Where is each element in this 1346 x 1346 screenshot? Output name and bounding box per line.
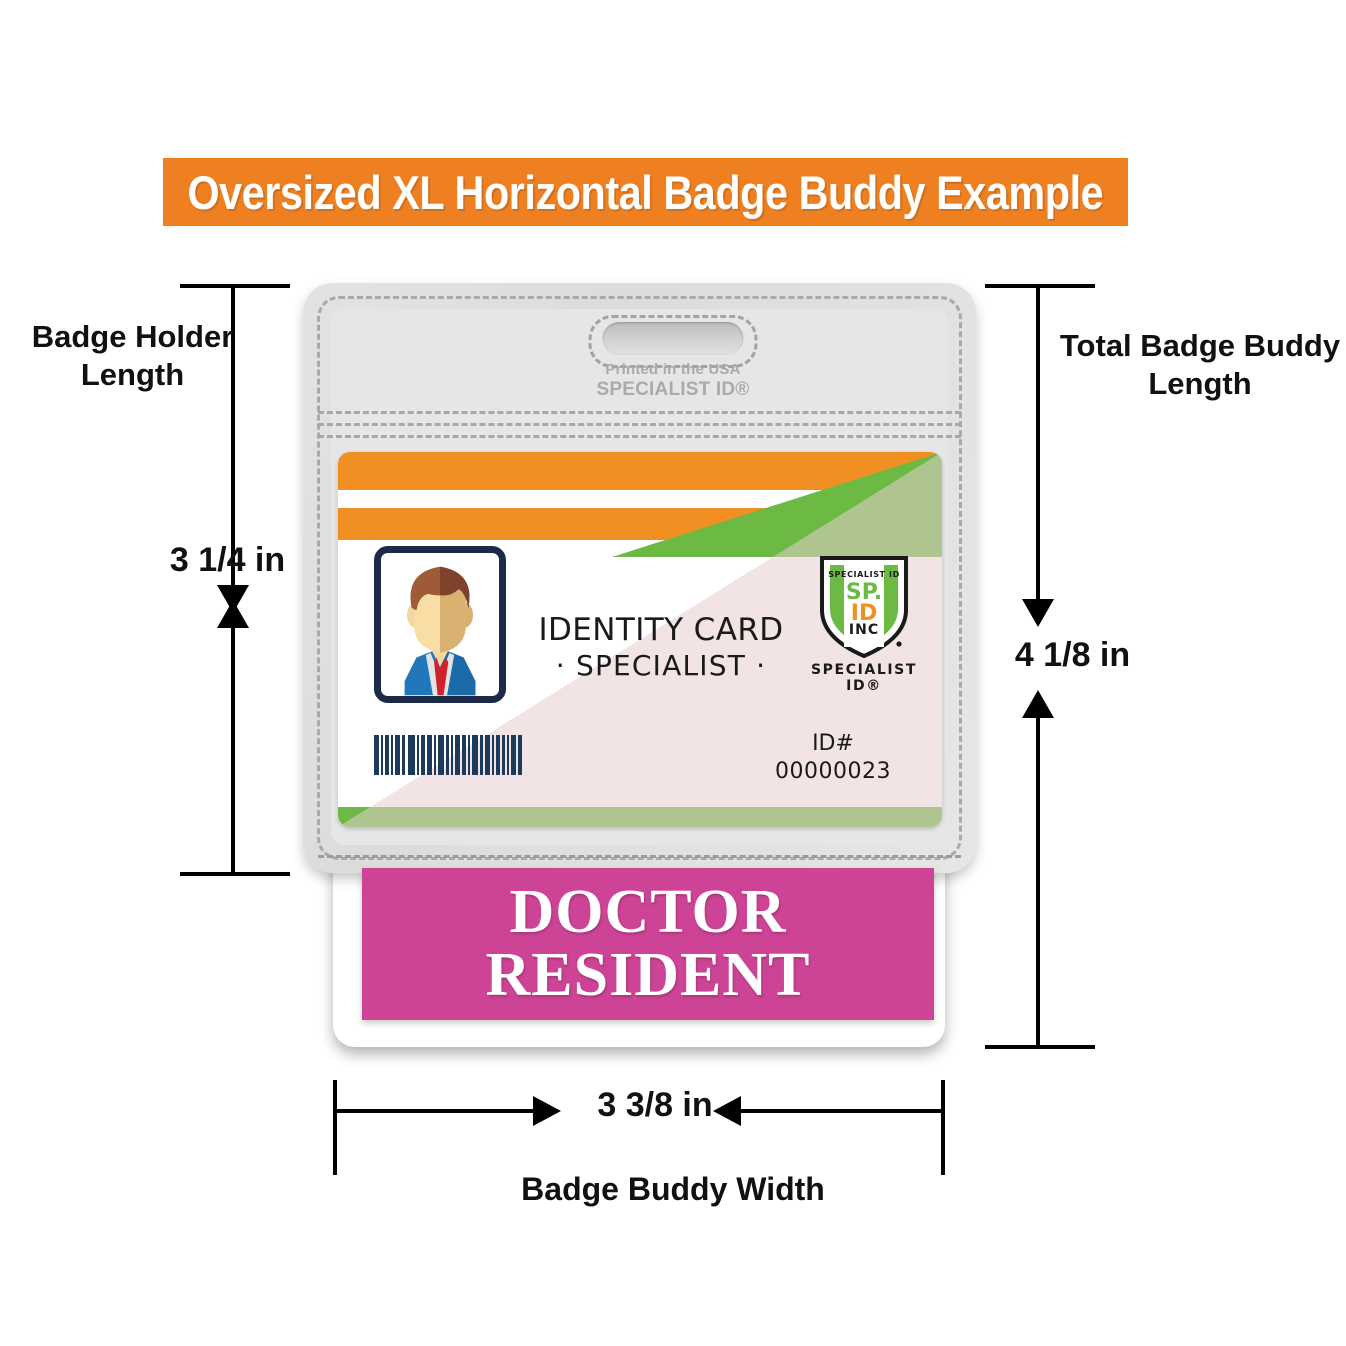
specialist-id-logo: SPECIALIST ID SP. ID INC SPECIALIST ID® <box>798 552 930 694</box>
right-dim-bottom-tick <box>985 1045 1095 1049</box>
badge-buddy-banner-line1: DOCTOR <box>509 877 787 946</box>
bottom-dim-arrow-right <box>533 1096 561 1126</box>
title-banner-text: Oversized XL Horizontal Badge Buddy Exam… <box>187 165 1104 219</box>
badge-holder-stitching <box>317 296 962 860</box>
avatar-icon <box>381 553 499 696</box>
id-card-title-block: IDENTITY CARD · SPECIALIST · <box>528 612 794 682</box>
barcode-icon <box>374 735 524 775</box>
left-dim-label: Badge Holder Length <box>31 319 234 392</box>
bottom-dim-arrow-left <box>713 1096 741 1126</box>
holder-dashed-line <box>318 423 961 426</box>
right-dim-label: Total Badge Buddy Length <box>1059 328 1341 401</box>
left-dim-bottom-tick <box>180 872 290 876</box>
left-dim-arrow-up <box>217 600 249 628</box>
bottom-dim-right-tick <box>941 1080 945 1175</box>
svg-text:SPECIALIST ID: SPECIALIST ID <box>828 570 900 579</box>
holder-slot-stitching <box>588 315 758 368</box>
id-card: IDENTITY CARD · SPECIALIST · SPECIALIST … <box>338 452 942 827</box>
bottom-dim-label: Badge Buddy Width <box>521 1171 825 1207</box>
logo-caption: SPECIALIST ID® <box>811 662 917 694</box>
holder-printed-line2: SPECIALIST ID® <box>596 378 750 400</box>
left-dim-top-tick <box>180 284 290 288</box>
left-dim-value: 3 1/4 in <box>169 541 286 579</box>
bottom-dim-right-line <box>741 1109 943 1113</box>
holder-printed-text: Printed in the USA SPECIALIST ID® <box>596 361 750 400</box>
right-dim-arrow-up <box>1022 690 1054 718</box>
shield-icon: SPECIALIST ID SP. ID INC <box>820 556 908 659</box>
left-dim-upper-line <box>231 284 235 588</box>
bottom-dim-value: 3 3/8 in <box>597 1086 713 1124</box>
id-card-title: IDENTITY CARD <box>538 612 784 648</box>
bottom-dim-left-line <box>333 1109 535 1113</box>
right-dim-top-tick <box>985 284 1095 288</box>
id-photo <box>374 546 506 703</box>
badge-buddy-banner-line2: RESIDENT <box>485 941 811 1009</box>
id-card-orange-stripe-top <box>338 452 942 490</box>
holder-slot <box>602 322 744 355</box>
id-number-label: ID# <box>812 731 854 756</box>
badge-buddy-banner: DOCTOR RESIDENT <box>362 868 934 1020</box>
title-banner: Oversized XL Horizontal Badge Buddy Exam… <box>163 158 1128 226</box>
right-dim-upper-line <box>1036 284 1040 602</box>
left-dim-lower-line <box>231 626 235 874</box>
right-dim-arrow-down <box>1022 599 1054 627</box>
right-dim-value: 4 1/8 in <box>1014 636 1131 674</box>
holder-printed-line1: Printed in the USA <box>605 361 741 378</box>
svg-text:SP.: SP. <box>846 580 882 605</box>
svg-text:ID: ID <box>851 601 877 626</box>
id-card-subtitle: · SPECIALIST · <box>555 648 767 682</box>
holder-dashed-line <box>318 435 961 438</box>
holder-bottom-dashed-line <box>318 855 961 858</box>
right-dim-lower-line <box>1036 716 1040 1048</box>
svg-text:INC: INC <box>849 622 879 638</box>
bottom-dim-left-tick <box>333 1080 337 1175</box>
id-number-block: ID# 00000023 <box>738 730 928 785</box>
holder-dashed-line <box>318 411 961 414</box>
id-number-value: 00000023 <box>775 758 891 784</box>
